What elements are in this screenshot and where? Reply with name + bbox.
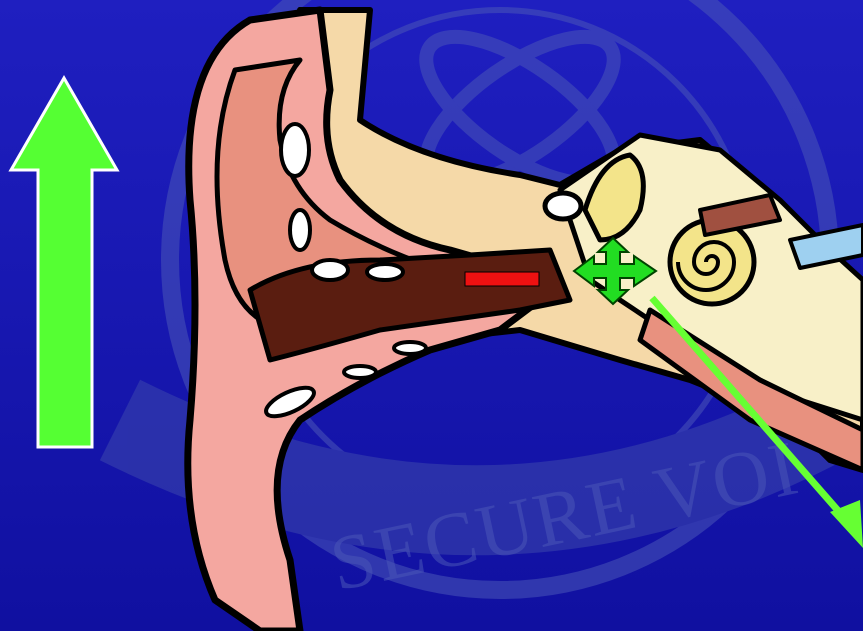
eardrum bbox=[545, 193, 581, 219]
minus-bar bbox=[465, 272, 539, 286]
